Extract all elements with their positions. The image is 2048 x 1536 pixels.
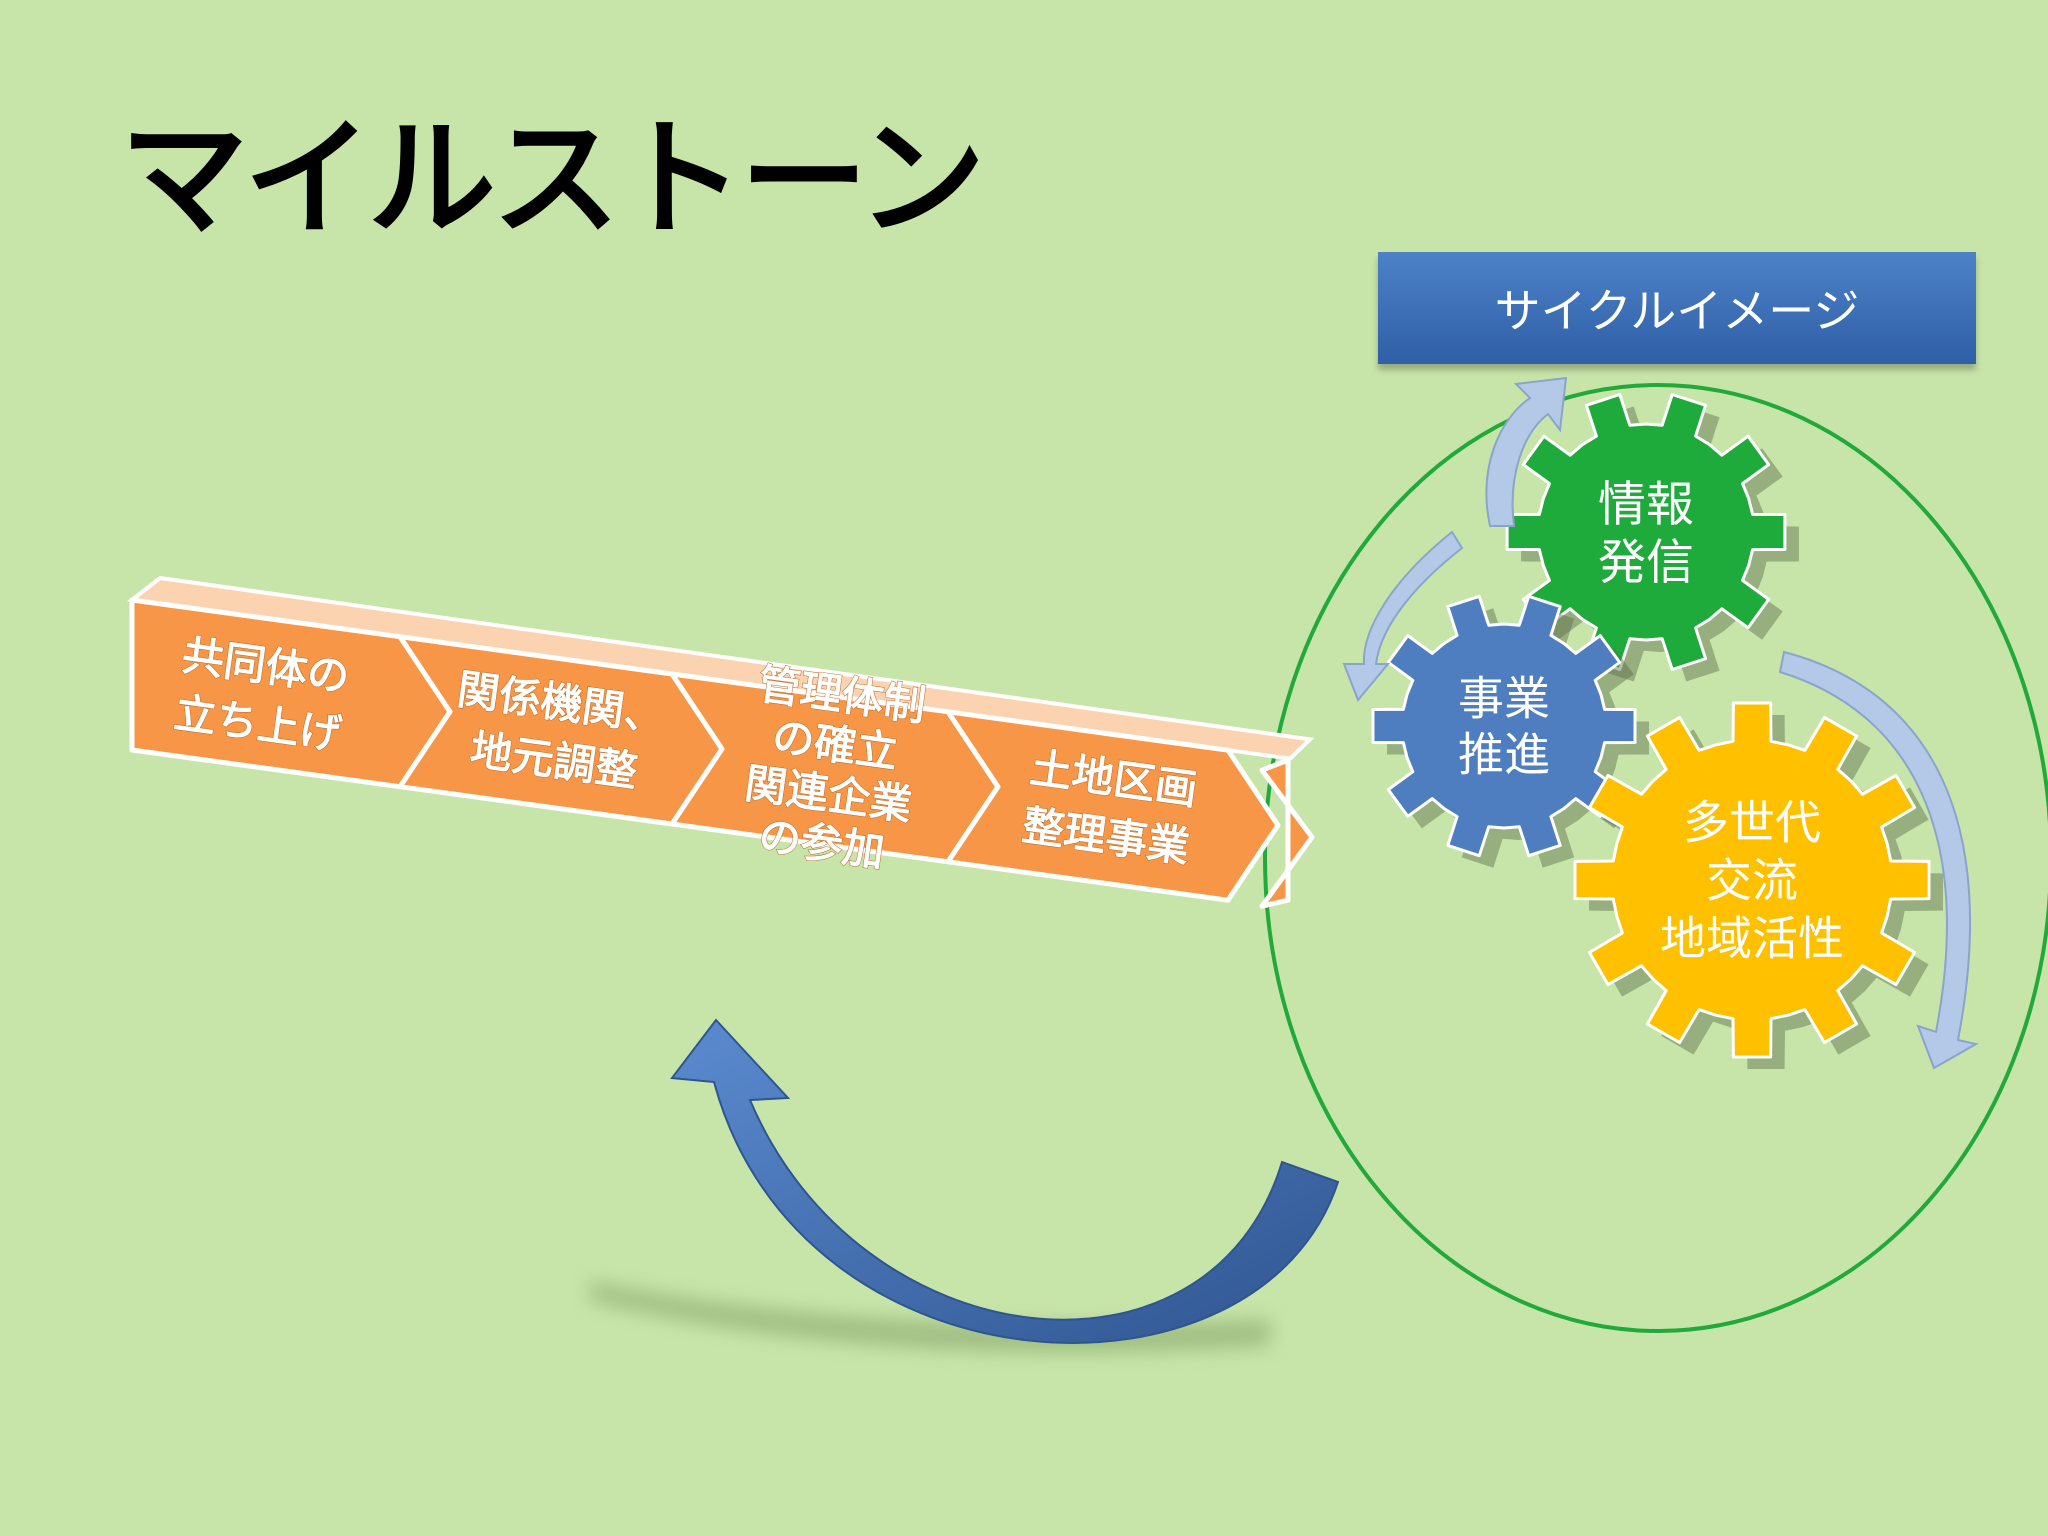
gear-1-label: 発信 bbox=[1598, 534, 1694, 590]
process-band: 共同体の立ち上げ関係機関、地元調整管理体制の確立関連企業の参加土地区画整理事業 bbox=[127, 575, 1315, 909]
gear-2-label: 事業 bbox=[1458, 672, 1550, 726]
gear-2-label: 推進 bbox=[1458, 728, 1550, 782]
gear-1-icon bbox=[1505, 393, 1787, 671]
cycle-arrow-top bbox=[1485, 376, 1568, 527]
cycle-boundary-ellipse bbox=[1263, 383, 2048, 1333]
cycle-header-label: サイクルイメージ bbox=[1494, 284, 1860, 338]
gear-3-label: 交流 bbox=[1706, 854, 1798, 908]
process-step-4-chevron bbox=[945, 709, 1281, 903]
cycle-header-box: サイクルイメージ bbox=[1378, 252, 1976, 364]
gear-3-icon bbox=[1573, 701, 1931, 1059]
cycle-arrow-right bbox=[1778, 650, 1979, 1070]
process-band-end-tip bbox=[1259, 757, 1315, 909]
return-arrow bbox=[670, 1018, 1340, 1344]
cycle-arrows bbox=[1342, 376, 1979, 1070]
gear-1-label: 情報 bbox=[1598, 476, 1694, 532]
slide-title: マイルストーン bbox=[120, 105, 986, 254]
process-step-2: 関係機関、地元調整 bbox=[397, 634, 725, 827]
cycle-arrow-left bbox=[1342, 530, 1464, 702]
gear-3-label: 地域活性 bbox=[1660, 912, 1844, 966]
gear-3-label: 多世代 bbox=[1683, 796, 1821, 850]
